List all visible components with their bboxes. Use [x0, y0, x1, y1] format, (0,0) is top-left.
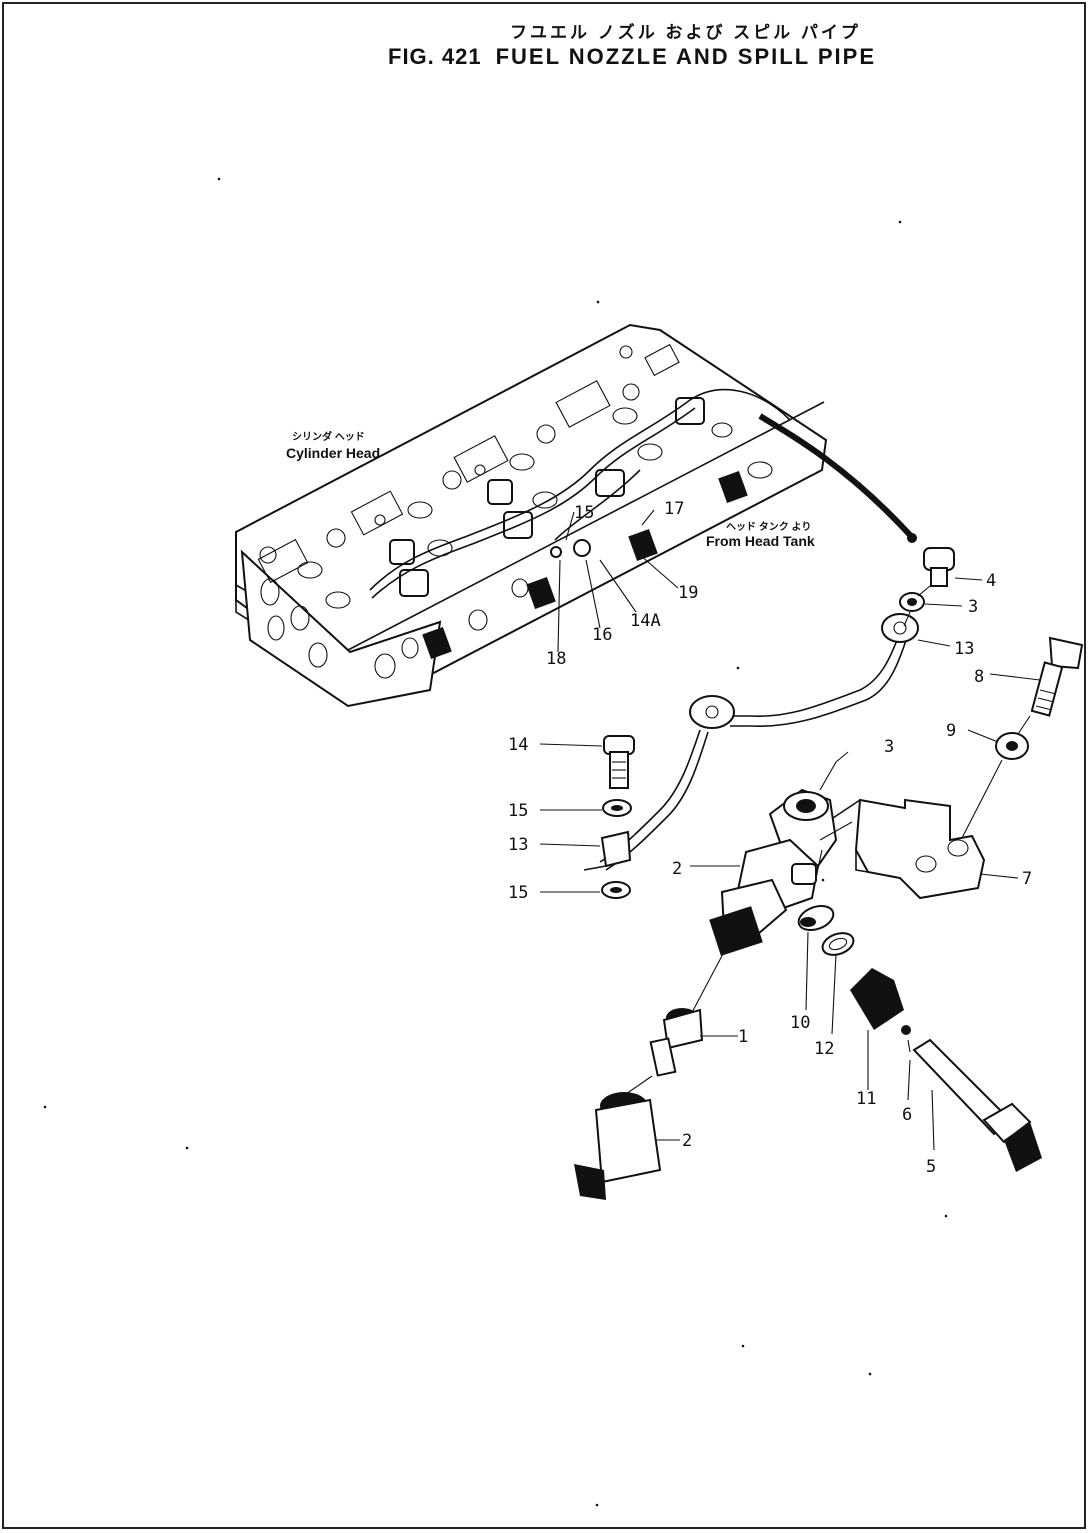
cylinder-head: [235, 323, 828, 708]
head-leader-lines: [557, 509, 679, 653]
figure-number: FIG. 421: [388, 44, 482, 69]
scan-specks: [43, 177, 948, 1507]
spill-pipe: [583, 613, 919, 871]
callout-3-lower: 3: [884, 737, 894, 757]
small-parts: [797, 904, 1042, 1172]
callout-14: 14: [508, 735, 528, 755]
callout-3-upper: 3: [968, 597, 978, 617]
callout-12: 12: [814, 1039, 834, 1059]
callout-10: 10: [790, 1013, 810, 1033]
callout-14a: 14A: [630, 611, 661, 631]
head-labels: シリンダ ヘッド Cylinder Head ヘッド タンク より From H…: [286, 430, 815, 549]
callout-4: 4: [986, 571, 996, 591]
callout-1: 1: [738, 1027, 748, 1047]
bolt-leaders: [967, 673, 1041, 743]
nozzle-holder: [709, 788, 853, 956]
callout-13-upper: 13: [954, 639, 974, 659]
retaining-nut: [574, 1075, 680, 1200]
japanese-title: フユエル ノズル および スピル パイプ: [510, 23, 861, 42]
from-head-tank-label-jp: ヘッド タンク より: [726, 521, 811, 533]
callout-2-nut: 2: [682, 1131, 692, 1151]
nozzle-tip: [649, 1008, 738, 1077]
figure-title: FUEL NOZZLE AND SPILL PIPE: [495, 44, 876, 69]
callout-19: 19: [678, 583, 698, 603]
callout-8: 8: [974, 667, 984, 687]
callout-17: 17: [664, 499, 684, 519]
callout-11: 11: [856, 1089, 876, 1109]
cylinder-head-label: Cylinder Head: [286, 445, 380, 461]
from-head-tank-label: From Head Tank: [706, 533, 815, 549]
cylinder-head-label-jp: シリンダ ヘッド: [292, 430, 365, 443]
callout-5: 5: [926, 1157, 936, 1177]
callout-15-head: 15: [574, 503, 594, 523]
callout-9: 9: [946, 721, 956, 741]
callout-6: 6: [902, 1105, 912, 1125]
callout-15-upper: 15: [508, 801, 528, 821]
callout-18: 18: [546, 649, 566, 669]
callout-2-holder: 2: [672, 859, 682, 879]
callout-numbers: 1 2 2 3 3 4 5 6 7 8 9 10 11 12 13 13 14 …: [508, 499, 1032, 1177]
callout-15-lower: 15: [508, 883, 528, 903]
callout-13-left: 13: [508, 835, 528, 855]
nozzle-clamp: [829, 798, 1019, 900]
callout-16: 16: [592, 625, 612, 645]
return-hose: [758, 413, 913, 538]
pipe-clip-group: [600, 735, 635, 899]
figure-heading: FIG. 421 FUEL NOZZLE AND SPILL PIPE: [388, 44, 876, 70]
banjo-bolt: [899, 547, 955, 612]
nozzle-leaders: [687, 751, 849, 1021]
small-leaders: [805, 931, 935, 1151]
mounting-bolt: [961, 636, 1084, 839]
upper-leaders: [903, 577, 983, 647]
clip-leaders: [539, 743, 603, 893]
callout-7: 7: [1022, 869, 1032, 889]
